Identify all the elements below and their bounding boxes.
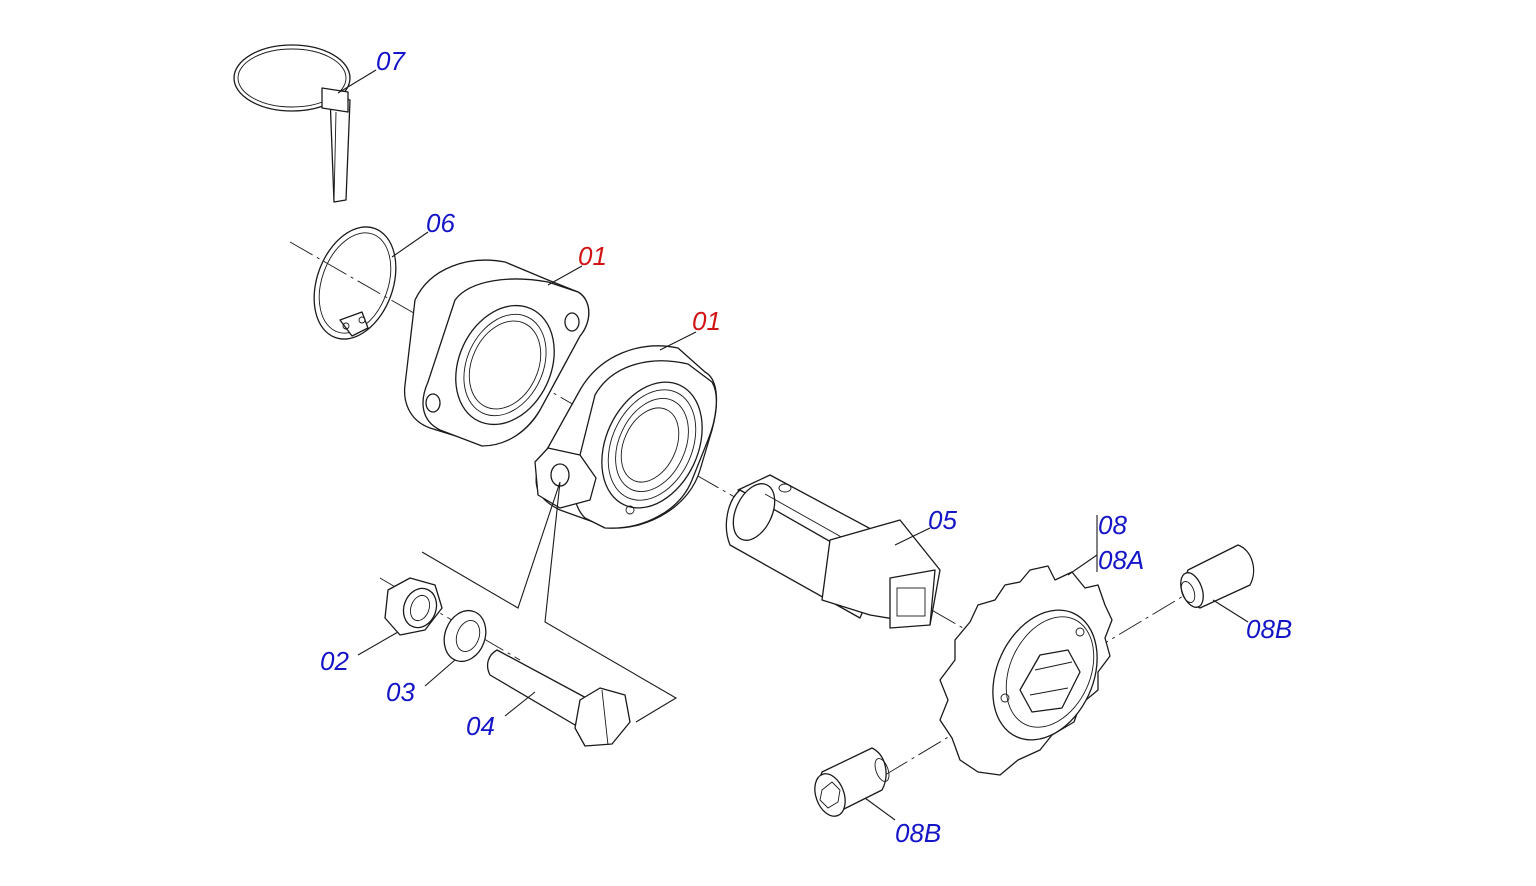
callout-07: 07 — [376, 46, 405, 76]
shaft-part-05 — [725, 474, 941, 629]
hex-nut-part-02 — [384, 577, 443, 636]
callout-05: 05 — [928, 505, 957, 535]
sprocket-part-08 — [939, 565, 1113, 776]
callout-01-rear: 01 — [578, 241, 607, 271]
ring-pin-part-07 — [233, 44, 351, 203]
bearing-housing-rear-part-01 — [403, 259, 590, 447]
callout-08: 08 — [1098, 510, 1127, 540]
callout-01-front: 01 — [692, 306, 721, 336]
callout-02: 02 — [320, 646, 349, 676]
callout-08b-bottom: 08B — [895, 818, 942, 848]
bolt-axis — [379, 577, 521, 661]
washer-part-03 — [443, 609, 487, 663]
setscrew-bottom-part-08b — [814, 747, 890, 817]
bearing-front-part-01 — [534, 345, 718, 529]
hex-bolt-part-04 — [486, 649, 631, 747]
circlip-part-06 — [313, 226, 397, 340]
leader-lines — [337, 69, 1249, 821]
callout-06: 06 — [426, 208, 455, 238]
callout-08a: 08A — [1098, 545, 1145, 575]
setscrew-right-part-08b — [1180, 544, 1255, 609]
callout-08b-right: 08B — [1246, 614, 1293, 644]
callout-04: 04 — [466, 711, 495, 741]
callout-03: 03 — [386, 677, 415, 707]
